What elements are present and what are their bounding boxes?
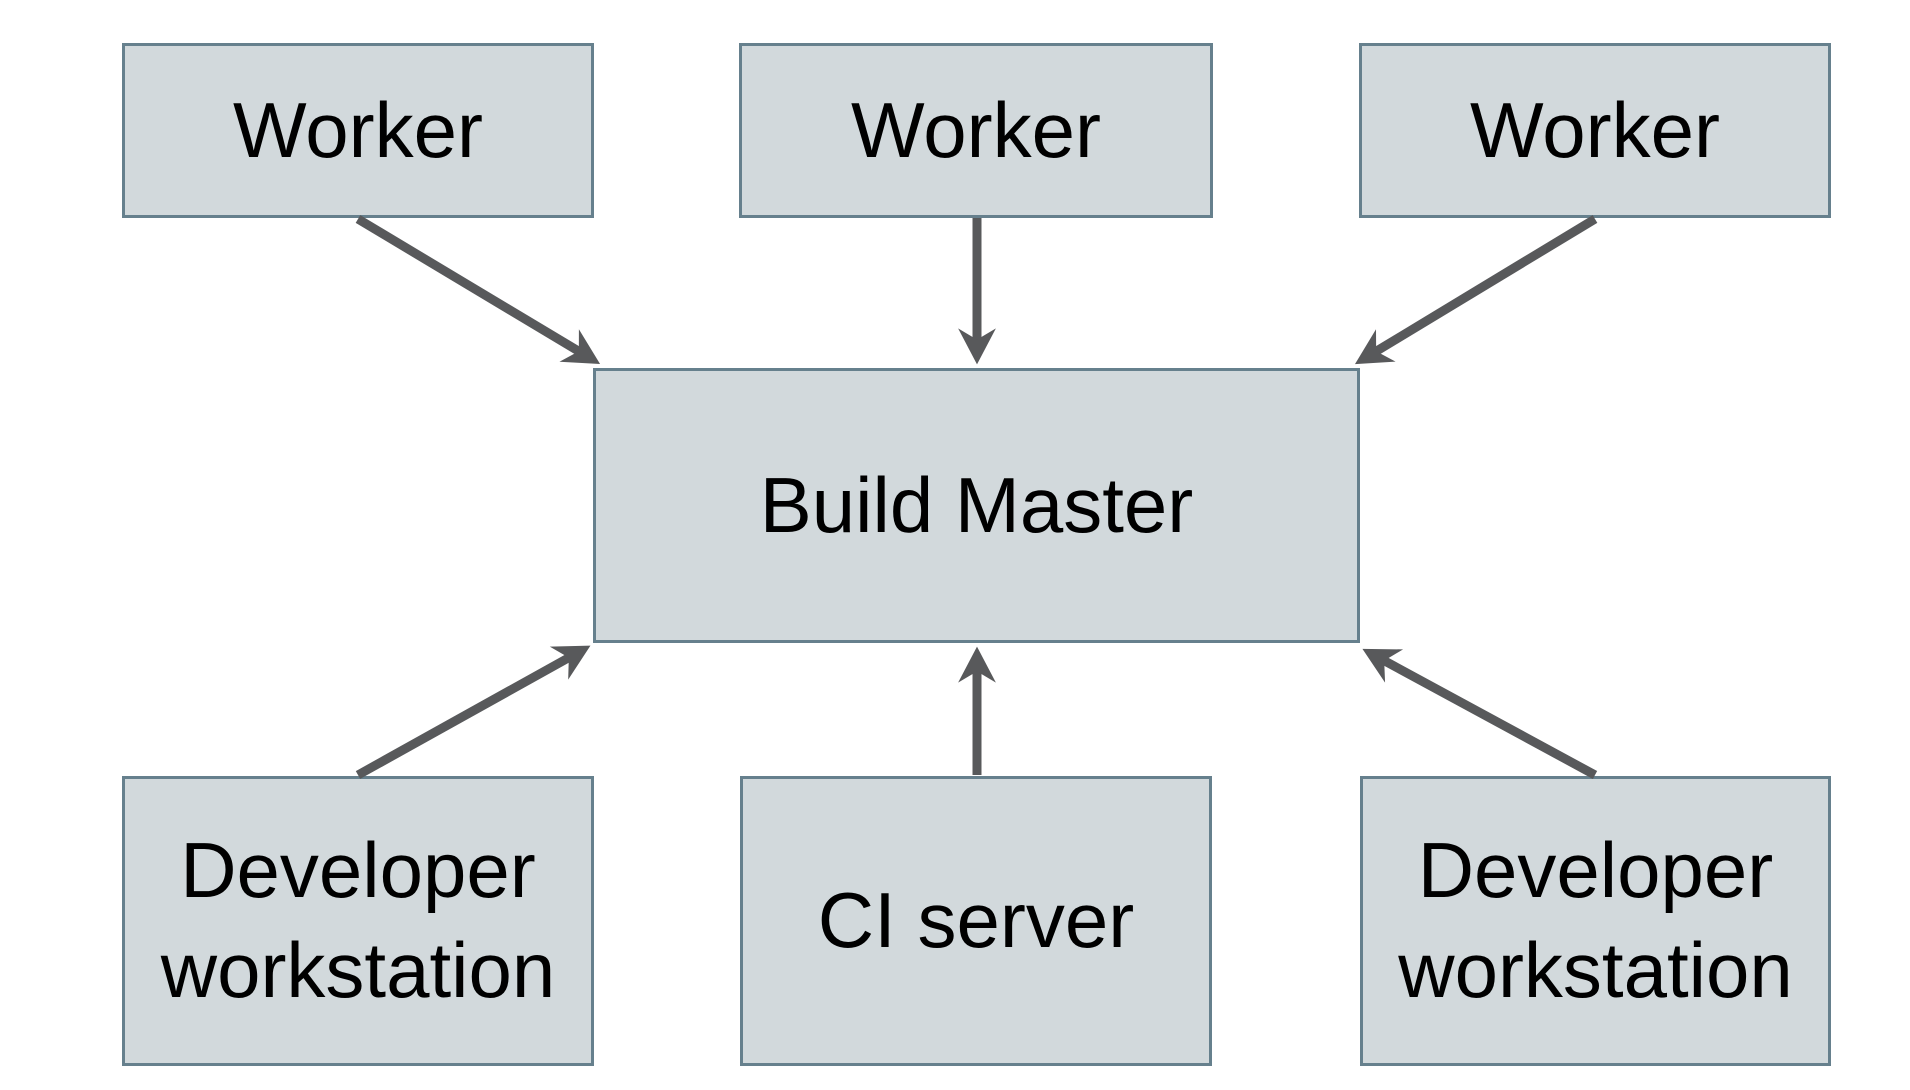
node-worker-center: Worker [739, 43, 1213, 218]
node-label: Worker [851, 85, 1101, 174]
node-worker-right: Worker [1359, 43, 1831, 218]
node-label: Worker [1470, 85, 1720, 174]
node-label: Worker [233, 85, 483, 174]
node-ci-server: CI server [740, 776, 1212, 1066]
node-label: Developer workstation [1398, 826, 1793, 1014]
arrow-worker-left-to-build-master [355, 215, 601, 365]
node-developer-workstation-right: Developer workstation [1360, 776, 1831, 1066]
arrow-worker-right-to-build-master [1354, 215, 1598, 365]
arrow-dev-workstation-right-to-build-master [1362, 648, 1598, 779]
node-label: Developer workstation [160, 826, 556, 1014]
node-build-master: Build Master [593, 368, 1360, 643]
node-developer-workstation-left: Developer workstation [122, 776, 594, 1066]
node-label: Build Master [759, 460, 1194, 549]
node-worker-left: Worker [122, 43, 594, 218]
arrow-dev-workstation-left-to-build-master [355, 645, 591, 779]
node-label: CI server [817, 876, 1135, 965]
